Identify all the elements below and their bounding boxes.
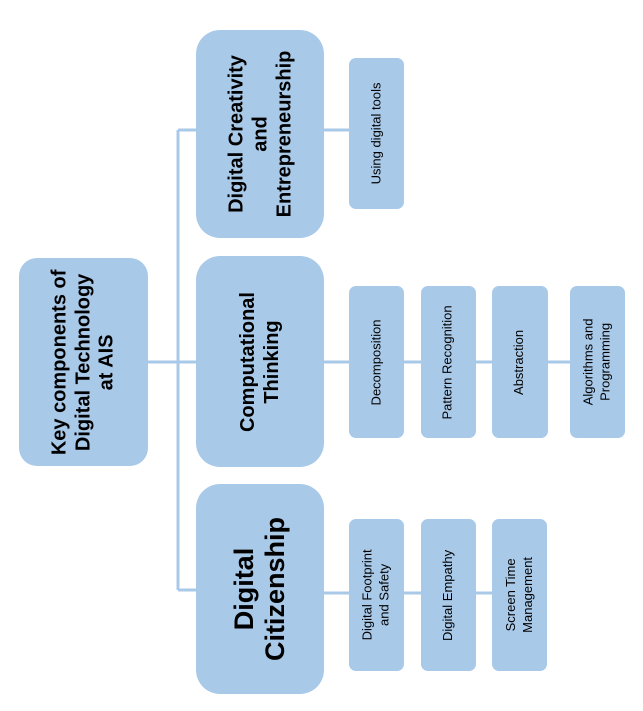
branch-digital-citizenship: Digital Citizenship [196, 484, 324, 694]
leaf-digital-empathy: Digital Empathy [421, 519, 476, 671]
leaf-using-digital-tools: Using digital tools [349, 58, 404, 209]
leaf-abstraction: Abstraction [492, 286, 548, 438]
root-label: Key components of Digital Technology at … [48, 269, 118, 455]
leaf-pattern-recognition: Pattern Recognition [421, 286, 476, 438]
branch-label: Digital Creativity and Entrepreneurship [225, 50, 296, 218]
branch-label: Digital Citizenship [228, 516, 291, 662]
leaf-algorithms-and-programming: Algorithms and Programming [570, 286, 625, 438]
branch-computational-thinking: Computational Thinking [196, 256, 324, 467]
leaf-digital-footprint-and-safety: Digital Footprint and Safety [349, 519, 404, 671]
leaf-screen-time-management: Screen Time Management [492, 519, 547, 671]
branch-label: Computational Thinking [237, 291, 283, 432]
leaf-decomposition: Decomposition [349, 286, 404, 438]
root-box: Key components of Digital Technology at … [19, 258, 148, 466]
branch-digital-creativity: Digital Creativity and Entrepreneurship [196, 30, 324, 238]
